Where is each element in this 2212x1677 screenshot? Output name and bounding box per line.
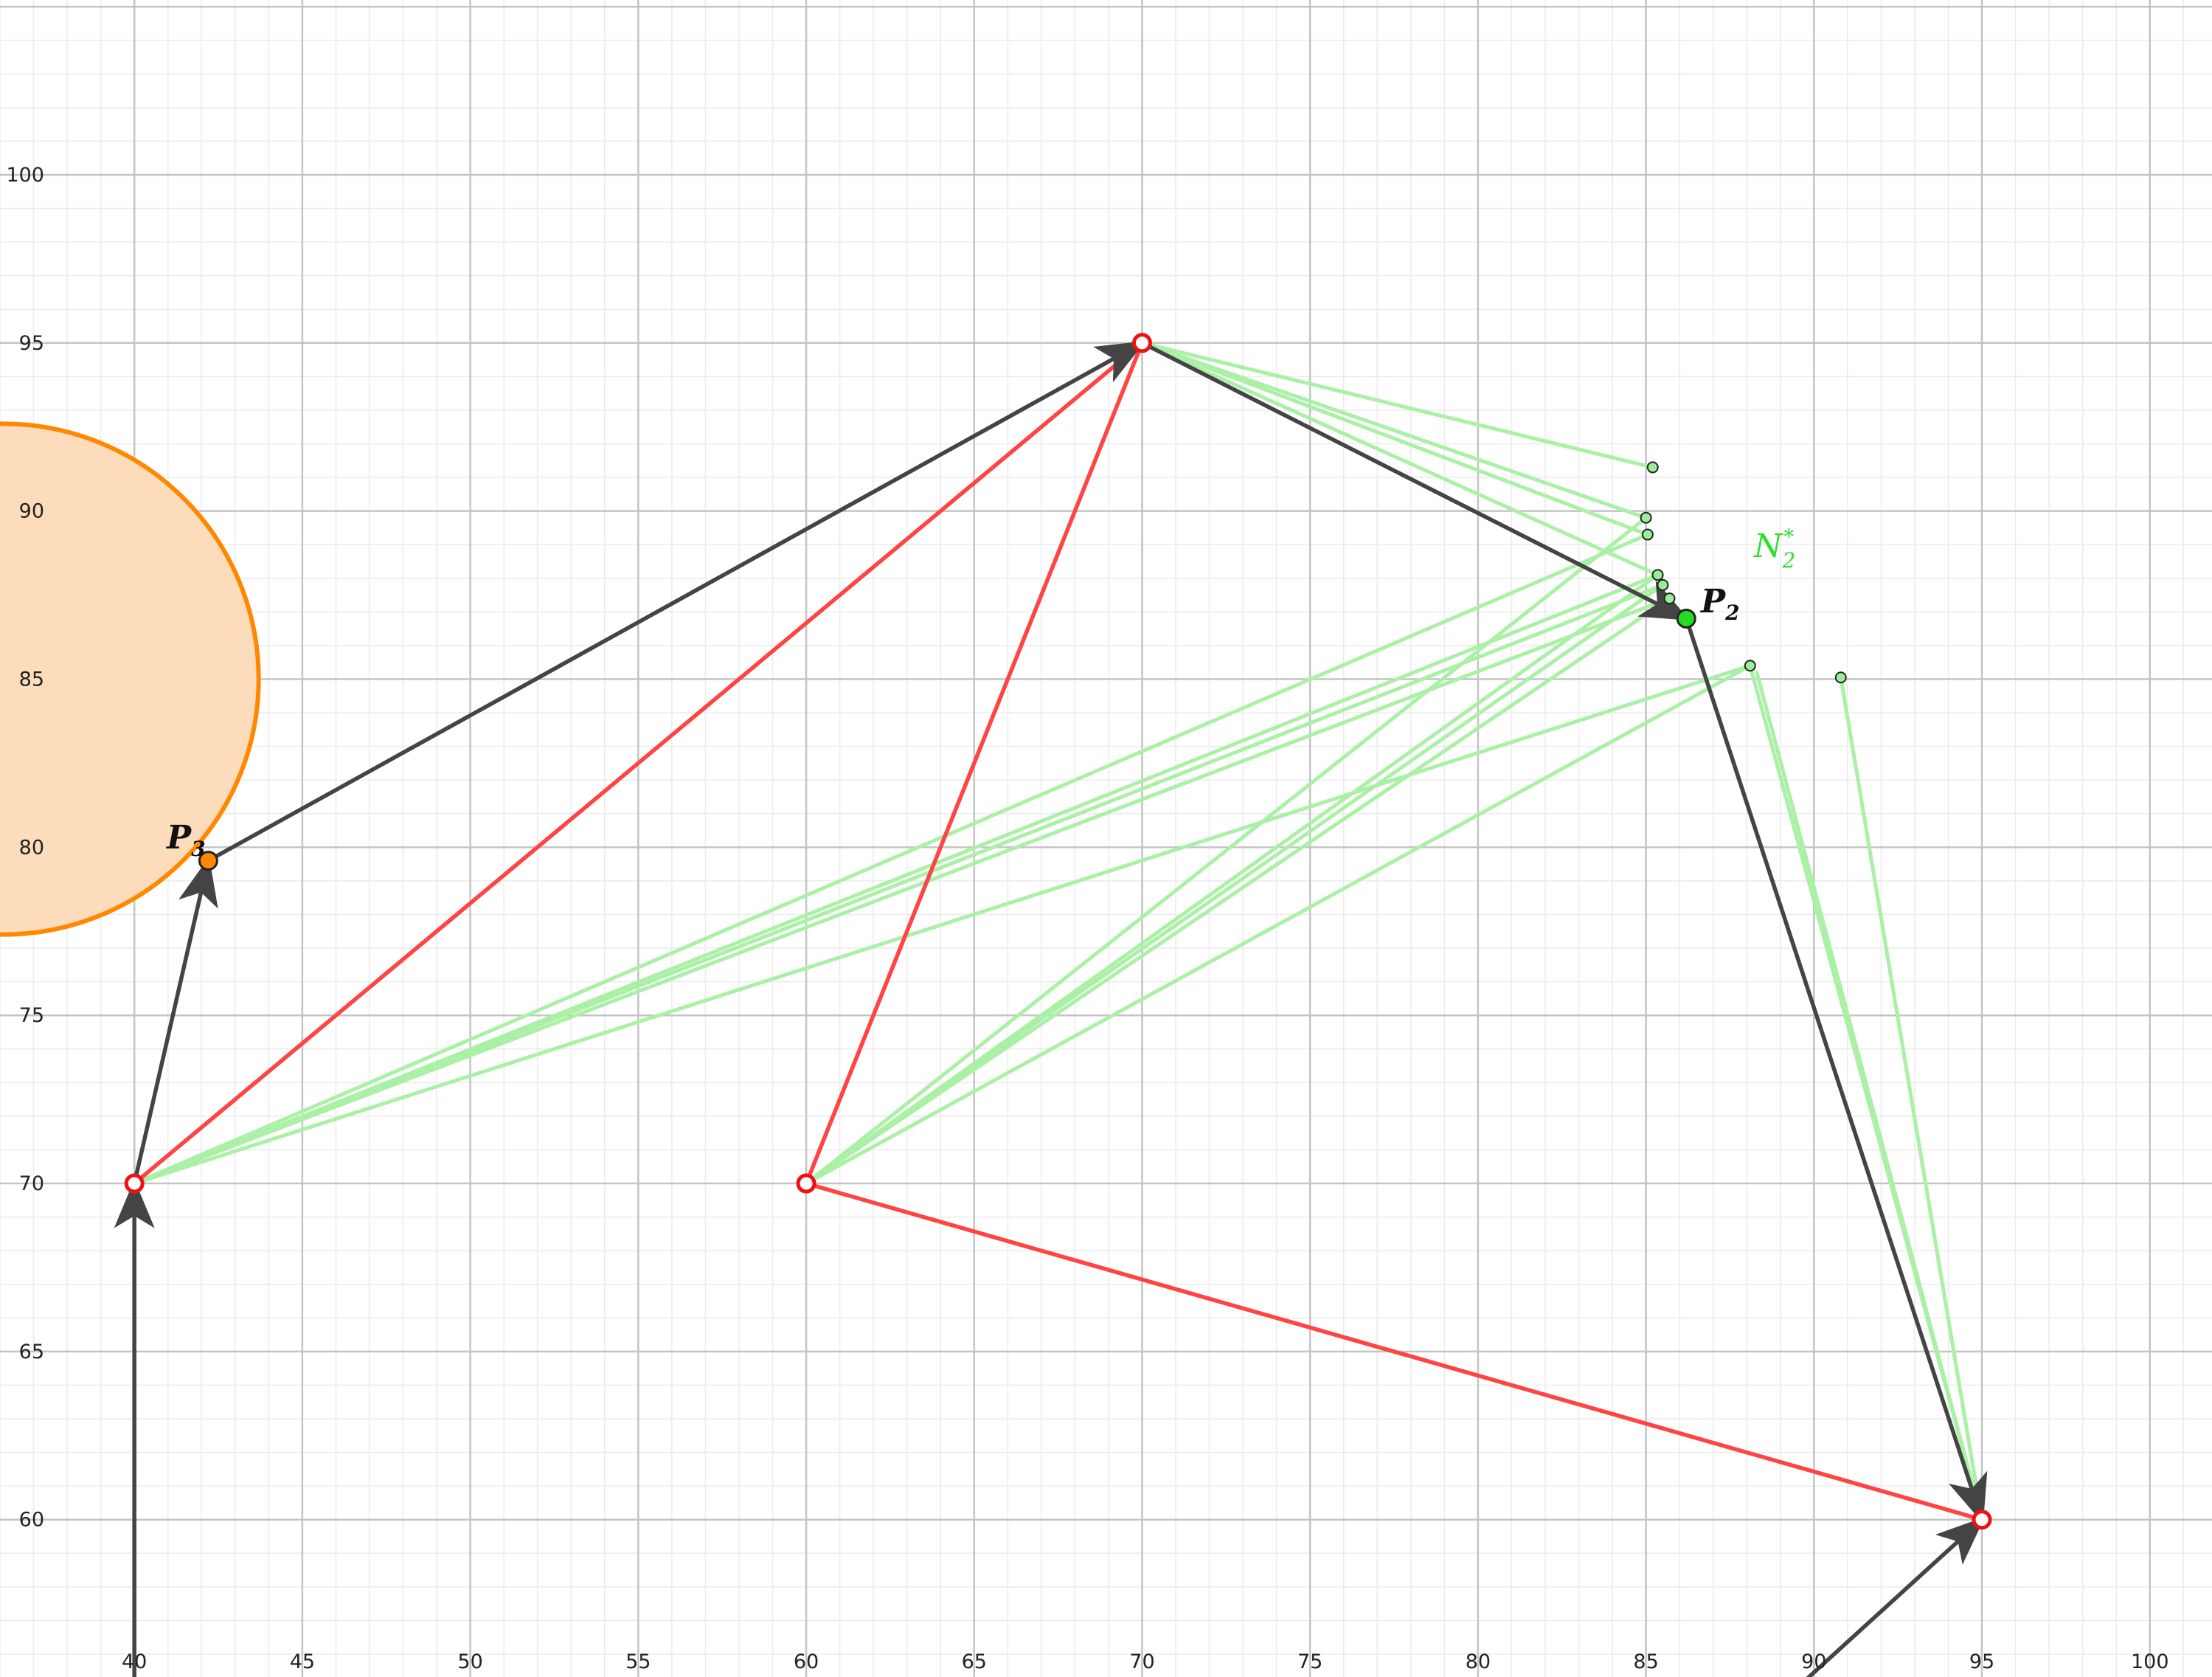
p2-label: P2 — [1699, 583, 1740, 625]
green-point — [1641, 528, 1654, 541]
x-tick-label: 45 — [290, 1650, 315, 1673]
green-point — [1651, 569, 1664, 581]
x-tick-label: 50 — [457, 1650, 482, 1673]
green-line — [132, 573, 1660, 1186]
green-point — [1657, 578, 1669, 591]
x-tick-label: 65 — [962, 1650, 987, 1673]
y-tick-label: 90 — [19, 500, 44, 523]
x-tick-label: 55 — [625, 1650, 651, 1673]
green-line — [804, 573, 1660, 1186]
y-tick-label: 80 — [19, 836, 44, 859]
x-tick-label: 100 — [2131, 1650, 2169, 1673]
x-tick-label: 60 — [794, 1650, 819, 1673]
green-point — [1640, 511, 1652, 524]
arrow-segment — [1806, 1517, 1986, 1677]
green-line — [804, 516, 1648, 1186]
green-line — [132, 583, 1665, 1186]
green-point — [1646, 461, 1659, 474]
orange-circle-region — [0, 421, 261, 937]
x-tick-label: 40 — [122, 1650, 147, 1673]
green-point — [1663, 592, 1676, 605]
arrow-segment — [1141, 341, 1691, 620]
y-tick-label: 100 — [6, 164, 44, 187]
red-segment — [804, 1181, 1984, 1522]
node-point-set — [124, 333, 1992, 1530]
node-point — [1972, 1510, 1992, 1530]
point-p3 — [198, 851, 218, 871]
green-line — [132, 596, 1671, 1186]
green-line — [804, 663, 1752, 1186]
green-line — [804, 583, 1665, 1186]
green-line — [1140, 341, 1660, 577]
green-point — [1834, 671, 1847, 684]
green-line — [1140, 341, 1650, 537]
point-p2 — [1676, 608, 1696, 629]
x-tick-label: 75 — [1297, 1650, 1322, 1673]
node-point — [796, 1173, 817, 1194]
named-point-set — [198, 608, 1696, 871]
green-line — [132, 533, 1650, 1186]
green-line-set — [132, 341, 1984, 1522]
x-tick-label: 70 — [1129, 1650, 1154, 1673]
y-tick-label: 60 — [19, 1509, 44, 1532]
p3-label: P3 — [165, 819, 206, 861]
green-line — [132, 663, 1752, 1186]
arrow-segment — [132, 857, 218, 1184]
green-line — [804, 596, 1671, 1186]
y-tick-label: 70 — [19, 1172, 44, 1195]
red-segment — [804, 341, 1145, 1186]
x-tick-label: 85 — [1633, 1650, 1658, 1673]
green-line — [1755, 670, 1984, 1522]
y-tick-label: 65 — [19, 1341, 44, 1363]
green-line — [1839, 675, 1984, 1522]
tick-label-set: 40 45 50 55 60 65 70 75 80 85 90 95 100 60 65 70 75 80 85 9… — [6, 164, 2168, 1673]
n2-star-label: N2* — [1753, 525, 1795, 573]
x-tick-label: 90 — [1801, 1650, 1826, 1673]
green-point — [1744, 660, 1756, 672]
green-line — [1140, 341, 1655, 469]
orange-circle — [0, 421, 261, 937]
arrow-path — [114, 341, 1988, 1677]
red-segment — [132, 341, 1145, 1186]
green-point-set — [1640, 461, 1847, 684]
y-tick-label: 85 — [19, 668, 44, 691]
x-tick-label: 95 — [1969, 1650, 1994, 1673]
arrow-segment — [1684, 618, 1988, 1524]
arrow-segment — [207, 341, 1146, 862]
green-line — [1140, 341, 1648, 520]
node-point — [124, 1173, 145, 1194]
x-tick-label: 80 — [1466, 1650, 1491, 1673]
y-tick-label: 75 — [19, 1004, 44, 1027]
red-path — [132, 341, 1984, 1522]
y-tick-label: 95 — [19, 332, 44, 355]
node-point — [1131, 333, 1152, 353]
